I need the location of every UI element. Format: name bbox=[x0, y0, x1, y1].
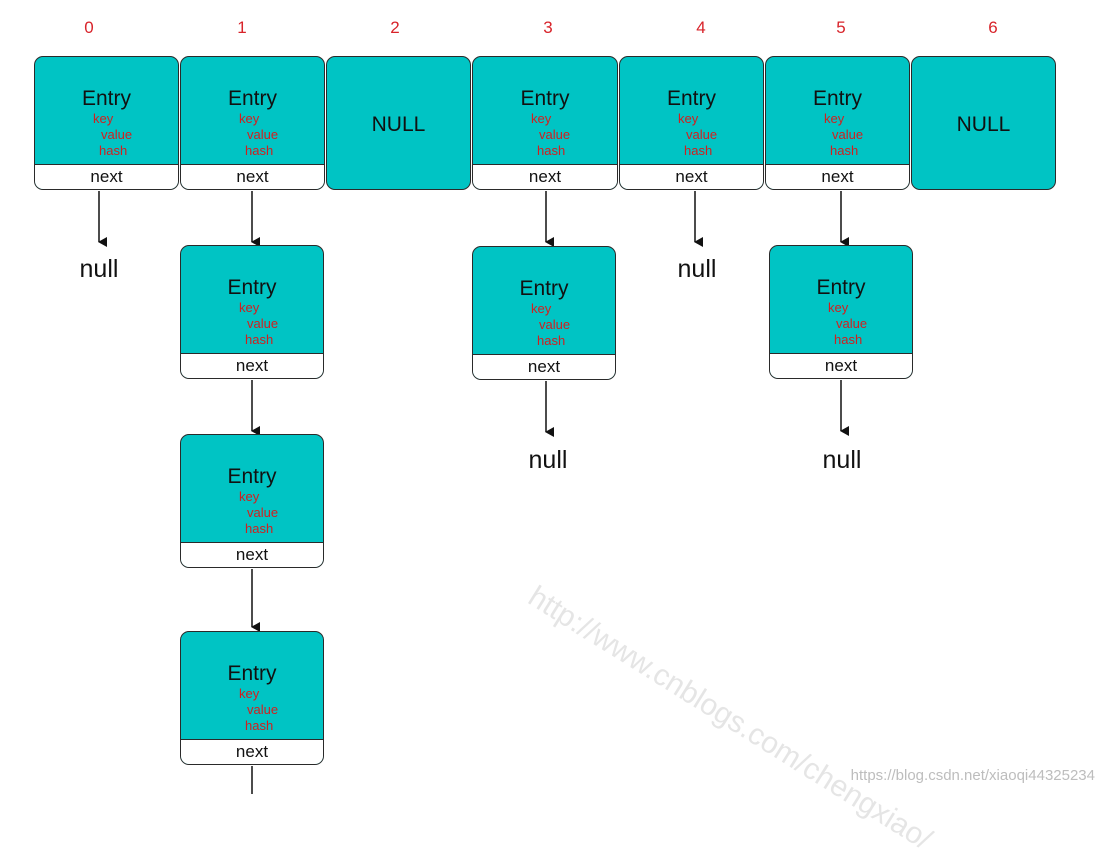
entry-field-hash: hash bbox=[537, 333, 566, 348]
null-terminal-bucket-0: null bbox=[79, 255, 119, 283]
entry-field-key: key bbox=[678, 111, 699, 126]
entry-field-hash: hash bbox=[834, 332, 863, 347]
entry-next-pointer: next bbox=[766, 164, 909, 189]
entry-field-hash: hash bbox=[245, 718, 274, 733]
entry-next-pointer: next bbox=[473, 354, 615, 379]
entry-node-bucket-3: Entry key value hash next bbox=[472, 56, 618, 190]
entry-node-bucket-5: Entry key value hash next bbox=[765, 56, 910, 190]
entry-field-value: value bbox=[836, 316, 868, 331]
entry-field-key: key bbox=[239, 489, 260, 504]
entry-node-bucket-1-chain-4: Entry key value hash next bbox=[180, 631, 324, 765]
entry-next-pointer: next bbox=[181, 353, 323, 378]
bucket-index-0: 0 bbox=[84, 18, 94, 37]
null-slot-label: NULL bbox=[371, 113, 426, 136]
entry-field-hash: hash bbox=[830, 143, 859, 158]
bucket-index-3: 3 bbox=[543, 18, 553, 37]
entry-next-pointer: next bbox=[770, 353, 912, 378]
entry-field-key: key bbox=[93, 111, 114, 126]
entry-title: Entry bbox=[227, 87, 277, 110]
bucket-index-1: 1 bbox=[237, 18, 247, 37]
entry-next-pointer: next bbox=[473, 164, 617, 189]
null-slot-label: NULL bbox=[956, 113, 1011, 136]
entry-next-pointer: next bbox=[620, 164, 763, 189]
null-terminal-bucket-4: null bbox=[677, 255, 717, 283]
entry-field-hash: hash bbox=[537, 143, 566, 158]
null-slot-bucket-6: NULL bbox=[911, 56, 1056, 190]
entry-next-pointer: next bbox=[181, 739, 323, 764]
entry-field-hash: hash bbox=[245, 521, 274, 536]
entry-title: Entry bbox=[519, 277, 569, 300]
entry-field-value: value bbox=[539, 317, 571, 332]
entry-next-pointer: next bbox=[181, 164, 324, 189]
entry-title: Entry bbox=[666, 87, 716, 110]
entry-node-bucket-4: Entry key value hash next bbox=[619, 56, 764, 190]
bucket-index-5: 5 bbox=[836, 18, 846, 37]
entry-next-pointer: next bbox=[35, 164, 178, 189]
entry-field-hash: hash bbox=[245, 143, 274, 158]
entry-field-hash: hash bbox=[99, 143, 128, 158]
entry-field-key: key bbox=[239, 300, 260, 315]
bucket-index-2: 2 bbox=[390, 18, 400, 37]
bucket-index-4: 4 bbox=[696, 18, 706, 37]
entry-next-pointer: next bbox=[181, 542, 323, 567]
entry-node-bucket-1-chain-2: Entry key value hash next bbox=[180, 245, 324, 379]
entry-field-key: key bbox=[531, 301, 552, 316]
entry-field-value: value bbox=[247, 505, 279, 520]
entry-title: Entry bbox=[227, 465, 277, 488]
entry-node-bucket-5-chain-2: Entry key value hash next bbox=[769, 245, 913, 379]
entry-field-key: key bbox=[828, 300, 849, 315]
entry-field-value: value bbox=[686, 127, 718, 142]
entry-node-bucket-1: Entry key value hash next bbox=[180, 56, 325, 190]
entry-title: Entry bbox=[227, 276, 277, 299]
entry-field-key: key bbox=[239, 686, 260, 701]
entry-field-value: value bbox=[247, 127, 279, 142]
entry-title: Entry bbox=[227, 662, 277, 685]
entry-field-key: key bbox=[824, 111, 845, 126]
entry-field-key: key bbox=[239, 111, 260, 126]
entry-node-bucket-1-chain-3: Entry key value hash next bbox=[180, 434, 324, 568]
entry-field-value: value bbox=[247, 316, 279, 331]
entry-field-value: value bbox=[247, 702, 279, 717]
null-terminal-bucket-5: null bbox=[822, 446, 862, 474]
null-slot-bucket-2: NULL bbox=[326, 56, 471, 190]
source-credit: https://blog.csdn.net/xiaoqi44325234 bbox=[850, 767, 1095, 784]
entry-node-bucket-3-chain-2: Entry key value hash next bbox=[472, 246, 616, 380]
entry-field-key: key bbox=[531, 111, 552, 126]
entry-title: Entry bbox=[520, 87, 570, 110]
entry-title: Entry bbox=[81, 87, 131, 110]
entry-field-hash: hash bbox=[245, 332, 274, 347]
entry-field-value: value bbox=[832, 127, 864, 142]
link-arrows bbox=[98, 191, 849, 794]
bucket-index-6: 6 bbox=[988, 18, 998, 37]
null-terminal-bucket-3: null bbox=[528, 446, 568, 474]
entry-title: Entry bbox=[812, 87, 862, 110]
entry-field-value: value bbox=[101, 127, 133, 142]
entry-title: Entry bbox=[816, 276, 866, 299]
entry-field-hash: hash bbox=[684, 143, 713, 158]
entry-field-value: value bbox=[539, 127, 571, 142]
entry-node-bucket-0: Entry key value hash next bbox=[34, 56, 179, 190]
